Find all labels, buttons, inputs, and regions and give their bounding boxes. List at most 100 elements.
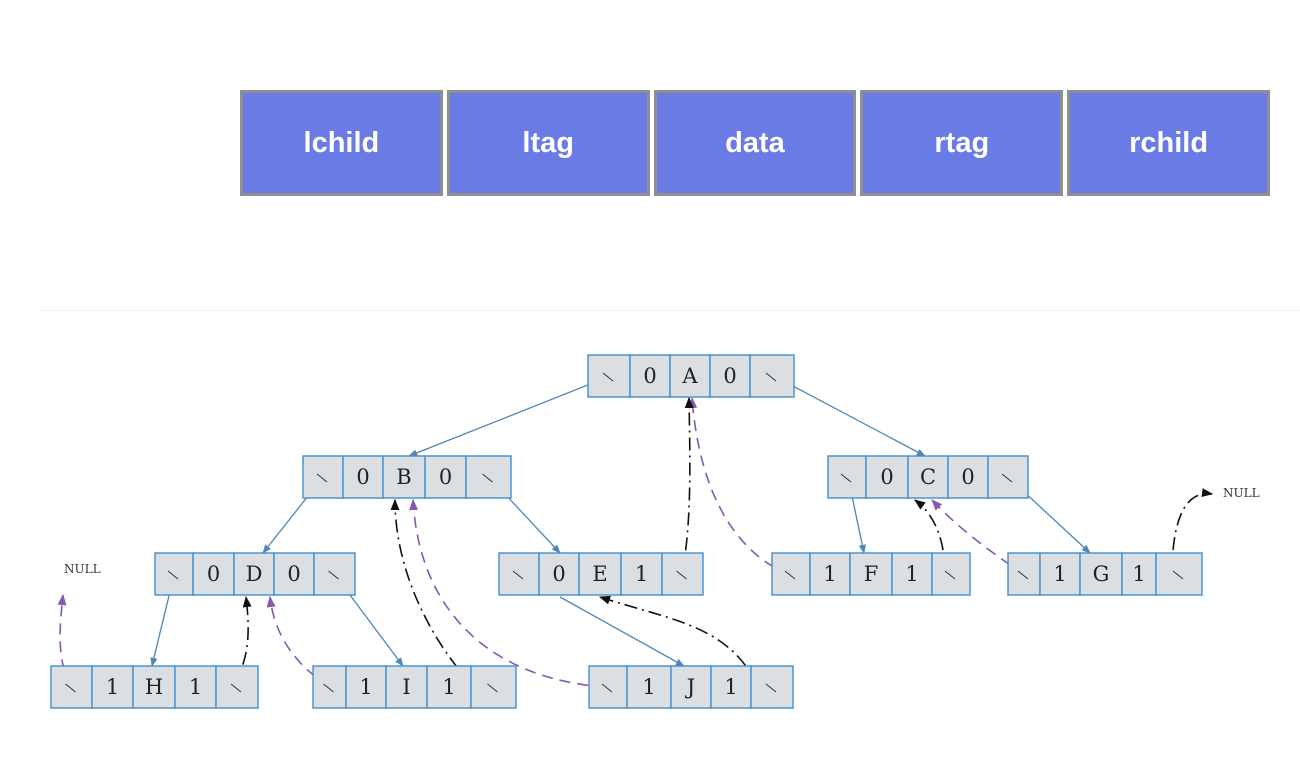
field-ltag: ltag — [446, 90, 650, 196]
node-a-rchild-mark — [765, 372, 777, 382]
successor-threads — [231, 396, 1214, 688]
node-a-rchild-cell — [749, 354, 795, 398]
field-rtag: rtag — [860, 90, 1064, 196]
node-g-lchild-cell — [1007, 552, 1041, 596]
node-j-lchild-cell — [588, 665, 628, 709]
node-structure-header: lchild ltag data rtag rchild — [240, 90, 1270, 196]
node-g-ltag-value: 1 — [1053, 562, 1066, 586]
node-j-lchild-mark — [601, 683, 613, 693]
node-h-rchild-mark — [230, 683, 242, 693]
node-g-rtag-value: 1 — [1132, 562, 1145, 586]
child-links — [150, 376, 1091, 667]
node-c-data-cell — [907, 455, 949, 499]
node-c-rtag-value: 0 — [961, 465, 974, 489]
node-d-ltag-value: 0 — [207, 562, 220, 586]
node-g-rtag-cell — [1121, 552, 1157, 596]
node-h-ltag-value: 1 — [106, 675, 119, 699]
node-j-rchild-mark — [765, 683, 777, 693]
node-i-data-cell — [385, 665, 428, 709]
node-b-rtag-value: 0 — [439, 465, 452, 489]
node-h-data-value: H — [145, 675, 163, 699]
node-c-ltag-value: 0 — [880, 465, 893, 489]
node-h-rtag-value: 1 — [189, 675, 202, 699]
node-f-data-value: F — [864, 562, 879, 586]
node-a-ltag-value: 0 — [643, 364, 656, 388]
node-f-rtag-cell — [891, 552, 933, 596]
node-g-ltag-cell — [1039, 552, 1081, 596]
field-data: data — [653, 90, 857, 196]
node-c-lchild-mark — [840, 473, 852, 483]
thread-g-c — [931, 499, 1026, 576]
node-f-lchild-mark — [784, 570, 796, 580]
node-i-ltag-value: 1 — [359, 675, 372, 699]
node-e-lchild-cell — [498, 552, 540, 596]
node-g-rchild-mark — [1172, 570, 1184, 580]
node-j-rtag-value: 1 — [724, 675, 737, 699]
node-h: 1 H 1 — [50, 665, 259, 709]
node-a-ltag-cell — [629, 354, 671, 398]
node-a-data-value: A — [681, 364, 698, 388]
node-f-data-cell — [849, 552, 893, 596]
node-j-rchild-cell — [750, 665, 794, 709]
node-a-data-cell — [669, 354, 711, 398]
null-label-left: NULL — [64, 562, 101, 576]
node-d-rtag-cell — [273, 552, 315, 596]
node-b-data-cell — [382, 455, 426, 499]
node-f-ltag-cell — [809, 552, 851, 596]
node-c-rtag-cell — [947, 455, 989, 499]
node-i-rchild-cell — [470, 665, 517, 709]
node-b-rchild-cell — [465, 455, 512, 499]
thread-i-d — [266, 595, 331, 688]
node-d-rchild-cell — [313, 552, 356, 596]
node-f: 1 F 1 — [771, 552, 971, 596]
node-f-ltag-value: 1 — [823, 562, 836, 586]
node-e-ltag-cell — [538, 552, 580, 596]
node-a-lchild-mark — [602, 372, 614, 382]
predecessor-threads — [57, 396, 1026, 688]
node-b-lchild-cell — [302, 455, 344, 499]
node-e-data-value: E — [592, 562, 607, 586]
thread-f-a — [688, 396, 791, 576]
node-b-ltag-cell — [342, 455, 384, 499]
node-e-rtag-value: 1 — [635, 562, 648, 586]
node-g-lchild-mark — [1017, 570, 1029, 580]
node-b-rchild-mark — [482, 473, 493, 483]
node-h-rchild-cell — [215, 665, 259, 709]
node-f-rchild-mark — [944, 570, 956, 580]
node-i-lchild-cell — [312, 665, 347, 709]
node-d-data-cell — [233, 552, 275, 596]
node-a-lchild-cell — [587, 354, 631, 398]
link-a-b — [408, 376, 609, 457]
node-h-lchild-cell — [50, 665, 93, 709]
node-d-ltag-cell — [192, 552, 235, 596]
node-c-rchild-cell — [987, 455, 1029, 499]
node-d-rchild-mark — [328, 570, 339, 580]
node-f-rtag-value: 1 — [905, 562, 918, 586]
link-e-j — [559, 596, 685, 667]
node-d-rtag-value: 0 — [287, 562, 300, 586]
thread-i-b — [390, 498, 475, 688]
node-j-data-value: J — [685, 675, 695, 699]
thread-j-b — [409, 498, 607, 688]
node-g-data-value: G — [1093, 562, 1110, 586]
node-b-data-value: B — [396, 465, 411, 489]
node-c-ltag-cell — [865, 455, 909, 499]
node-i-lchild-mark — [323, 683, 334, 693]
field-rchild: rchild — [1067, 90, 1270, 196]
node-i-ltag-cell — [345, 665, 387, 709]
node-b-ltag-value: 0 — [356, 465, 369, 489]
node-d-lchild-cell — [154, 552, 194, 596]
node-e-rchild-cell — [661, 552, 704, 596]
node-i-rchild-mark — [487, 683, 498, 693]
thread-j-e — [598, 595, 759, 688]
node-a-rtag-value: 0 — [723, 364, 736, 388]
thread-e-a — [681, 396, 694, 576]
node-i-data-value: I — [402, 675, 410, 699]
